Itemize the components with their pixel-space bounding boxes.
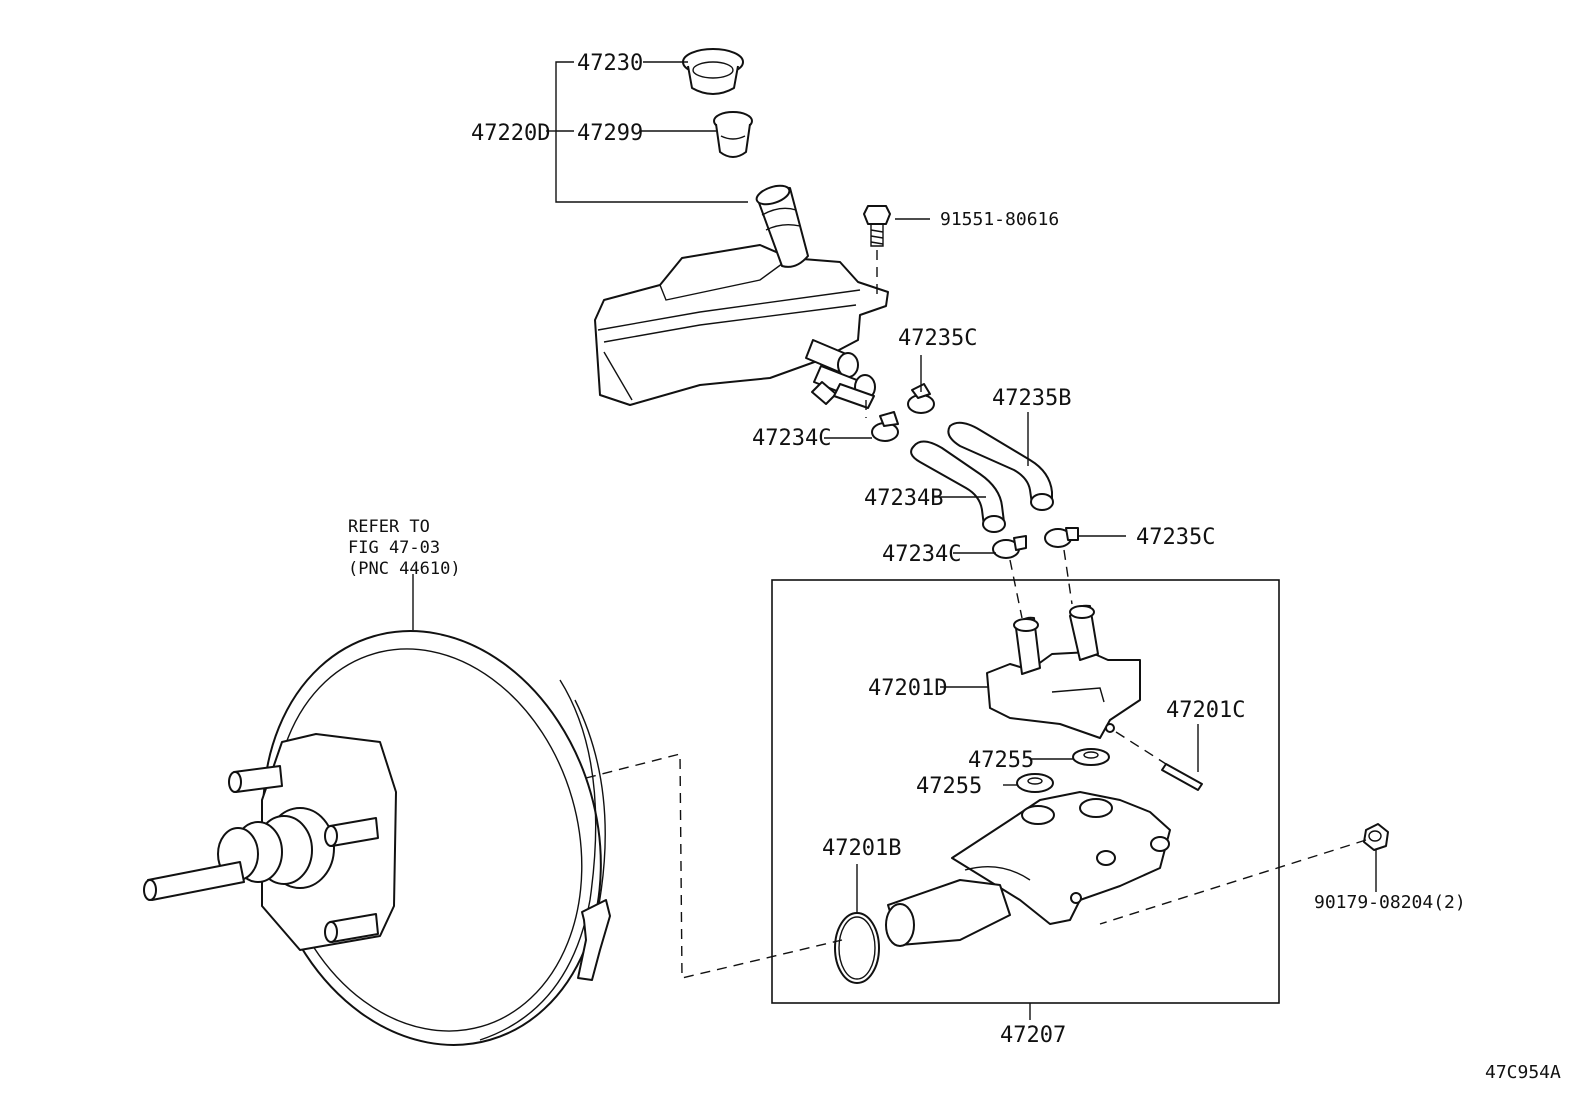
- clip-47234c-lower[interactable]: [992, 535, 1027, 559]
- label-47235c-upper: 47235C: [898, 326, 977, 351]
- leader-lines: [412, 61, 1377, 1020]
- label-47234c-upper: 47234C: [752, 426, 831, 451]
- label-47230: 47230: [577, 51, 643, 76]
- label-47255-lower: 47255: [916, 774, 982, 799]
- diagram-code: 47C954A: [1485, 1062, 1561, 1083]
- brake-fluid-reservoir[interactable]: [594, 182, 889, 409]
- reservoir-strainer-47299[interactable]: [713, 111, 753, 158]
- label-47299: 47299: [577, 121, 643, 146]
- o-ring-47201b[interactable]: [834, 912, 880, 984]
- hose-guide-right: [1063, 549, 1073, 605]
- master-cylinder-body[interactable]: [885, 791, 1171, 947]
- clip-47234c-upper[interactable]: [871, 411, 899, 442]
- label-47201b: 47201B: [822, 836, 901, 861]
- reference-note-line1: REFER TO: [348, 517, 430, 537]
- label-47201d: 47201D: [868, 676, 947, 701]
- label-47235c-lower: 47235C: [1136, 525, 1215, 550]
- brake-booster[interactable]: [143, 591, 648, 1086]
- grommet-47255-upper[interactable]: [1072, 748, 1110, 766]
- label-47207: 47207: [1000, 1023, 1066, 1048]
- label-47255-upper: 47255: [968, 748, 1034, 773]
- reference-note-line3: (PNC 44610): [348, 559, 461, 579]
- label-47201c: 47201C: [1166, 698, 1245, 723]
- booster-to-kit-guide: [585, 753, 843, 979]
- master-cylinder-kit-box: [771, 579, 1280, 1004]
- nut-90179-08204[interactable]: [1363, 823, 1389, 851]
- hose-guide-left: [1009, 559, 1023, 619]
- reservoir-cap-47230[interactable]: [682, 48, 744, 95]
- grommet-47255-lower[interactable]: [1016, 773, 1054, 793]
- pin-guide-line: [1115, 731, 1167, 765]
- bolt-91551-80616[interactable]: [863, 205, 891, 247]
- reference-note-line2: FIG 47-03: [348, 538, 440, 558]
- label-90179-08204: 90179-08204(2): [1314, 892, 1466, 913]
- pin-47201c[interactable]: [1161, 763, 1203, 791]
- label-47234c-lower: 47234C: [882, 542, 961, 567]
- label-47235b: 47235B: [992, 386, 1071, 411]
- reservoir-grommet-body-47201d[interactable]: [986, 604, 1141, 739]
- label-47220d: 47220D: [471, 121, 550, 146]
- hose-47234b[interactable]: [910, 440, 1006, 533]
- label-91551-80616: 91551-80616: [940, 209, 1059, 230]
- hose-47235b[interactable]: [947, 421, 1054, 511]
- nut-guide-line: [1099, 839, 1367, 925]
- label-47234b: 47234B: [864, 486, 943, 511]
- clip-47235c-lower[interactable]: [1044, 527, 1079, 548]
